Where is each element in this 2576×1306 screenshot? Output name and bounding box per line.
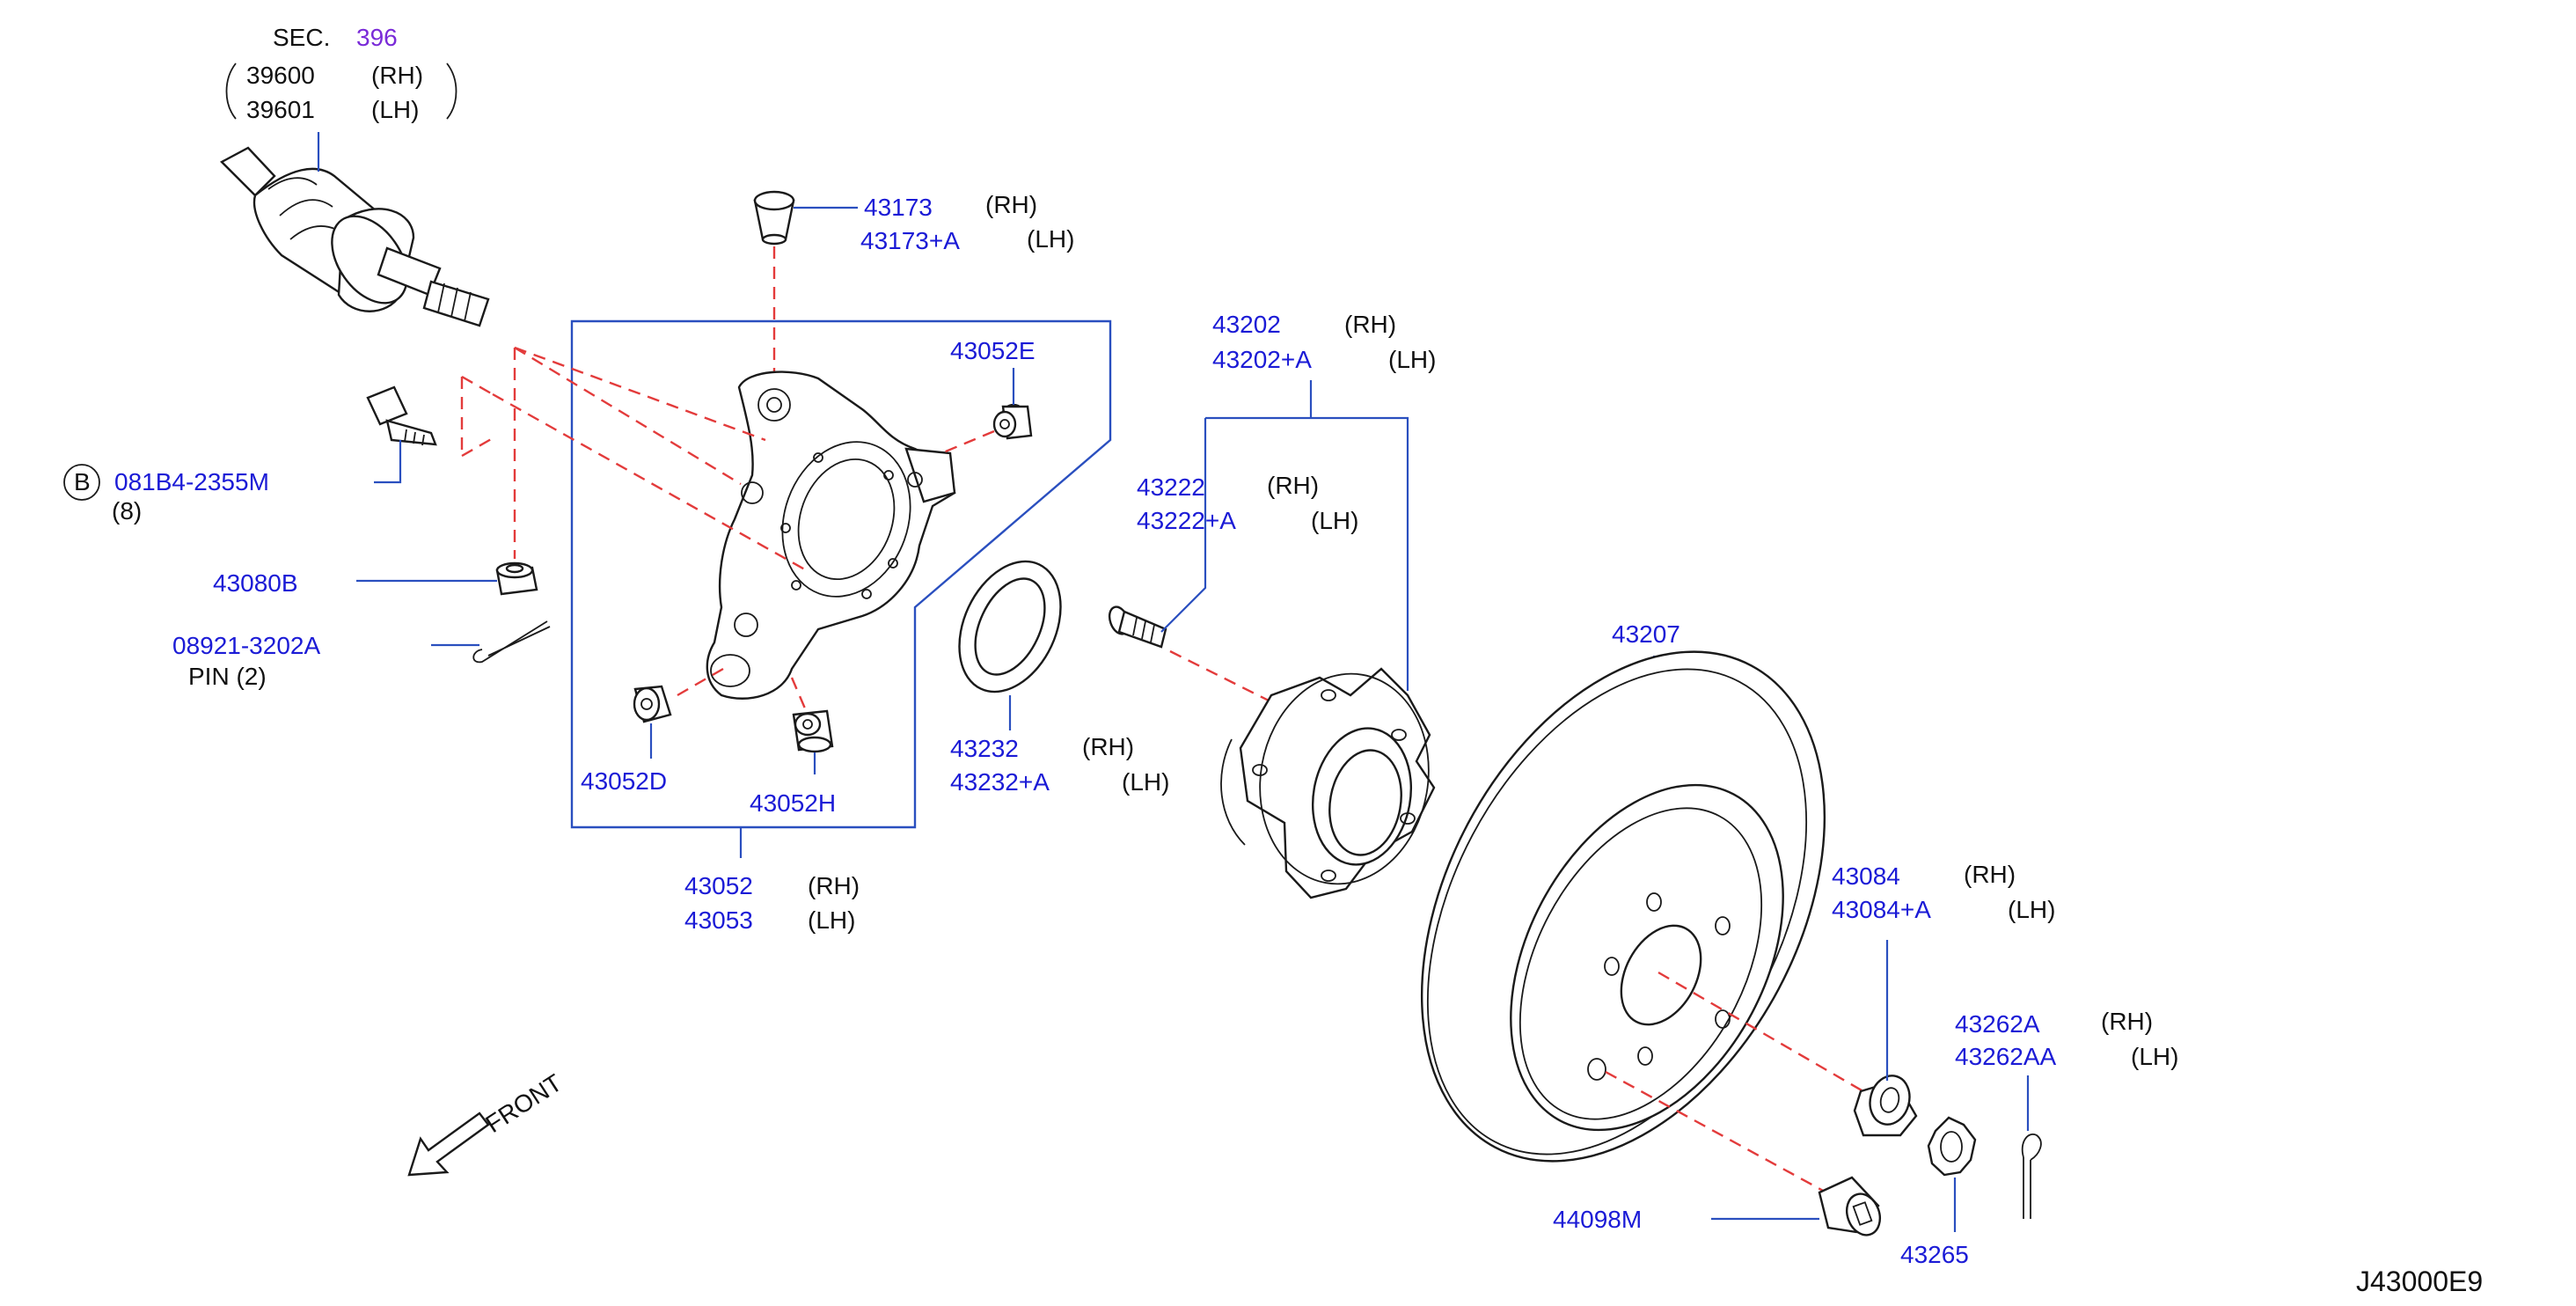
section-prefix: SEC.: [273, 24, 330, 51]
hub-bolt-side-lh: (LH): [1311, 507, 1358, 534]
knuckle-side-lh: (LH): [808, 906, 855, 934]
cotter-side-rh: (RH): [2101, 1008, 2153, 1035]
seal-part-lh[interactable]: 43232+A: [950, 768, 1050, 796]
nut-b-part[interactable]: 43080B: [213, 569, 298, 597]
bushing-e-part[interactable]: 43052E: [950, 337, 1036, 364]
seal-part-rh[interactable]: 43232: [950, 735, 1019, 762]
driveshaft-side-lh: (LH): [371, 96, 419, 123]
hub-side-rh: (RH): [1344, 311, 1396, 338]
hub-assembly[interactable]: [1220, 660, 1445, 899]
hub-nut-part-rh[interactable]: 43084: [1832, 862, 1900, 890]
bolt-b-qty: (8): [112, 497, 142, 525]
driveshaft-part-rh: 39600: [246, 62, 315, 89]
knuckle-part-lh[interactable]: 43053: [684, 906, 753, 934]
pin-part[interactable]: 08921-3202A: [172, 632, 320, 659]
front-direction-arrow: FRONT: [407, 1069, 567, 1177]
cotter-pin-small[interactable]: [472, 620, 551, 664]
driveshaft-side-rh: (RH): [371, 62, 423, 89]
hub-nut-side-rh: (RH): [1964, 861, 2016, 888]
bushing-d[interactable]: [633, 685, 672, 723]
front-label: FRONT: [480, 1069, 567, 1139]
plug[interactable]: [1818, 1176, 1885, 1240]
hub-bolt-part-lh[interactable]: 43222+A: [1137, 507, 1236, 534]
bolt-b-part[interactable]: 081B4-2355M: [114, 468, 269, 495]
top-bushing-part-lh[interactable]: 43173+A: [860, 227, 960, 254]
top-bushing-side-lh: (LH): [1027, 225, 1074, 253]
top-bushing-part-rh[interactable]: 43173: [864, 194, 933, 221]
retainer-part[interactable]: 43265: [1900, 1241, 1969, 1268]
seal-side-lh: (LH): [1122, 768, 1169, 796]
hub-part-lh[interactable]: 43202+A: [1212, 346, 1312, 373]
hub-nut[interactable]: [1853, 1071, 1918, 1137]
nut-retainer[interactable]: [1927, 1116, 1977, 1177]
cotter-pin-large[interactable]: [2021, 1134, 2042, 1219]
brake-rotor[interactable]: [1340, 583, 1906, 1229]
hub-bolt[interactable]: [1106, 605, 1167, 649]
plug-part[interactable]: 44098M: [1553, 1206, 1642, 1233]
knuckle[interactable]: [706, 371, 956, 700]
knuckle-group-box: [570, 319, 1112, 829]
hub-nut-part-lh[interactable]: 43084+A: [1832, 896, 1931, 923]
driveshaft[interactable]: [220, 146, 490, 327]
seal-side-rh: (RH): [1082, 733, 1134, 760]
cotter-part-lh[interactable]: 43262AA: [1955, 1043, 2057, 1070]
driveshaft-callout: SEC. 396 39600 (RH) 39601 (LH): [246, 24, 423, 123]
bushing-e[interactable]: [992, 403, 1033, 440]
driveshaft-part-lh: 39601: [246, 96, 315, 123]
bushing-h[interactable]: [792, 709, 834, 753]
hub-nut-side-lh: (LH): [2008, 896, 2055, 923]
hub-bolt-side-rh: (RH): [1267, 472, 1319, 499]
bushing-d-part[interactable]: 43052D: [581, 767, 667, 795]
cotter-side-lh: (LH): [2131, 1043, 2178, 1070]
section-number[interactable]: 396: [356, 24, 398, 51]
cotter-part-rh[interactable]: 43262A: [1955, 1010, 2040, 1038]
nut-b[interactable]: [495, 561, 538, 596]
hub-part-rh[interactable]: 43202: [1212, 311, 1281, 338]
knuckle-part-rh[interactable]: 43052: [684, 872, 753, 899]
hub-side-lh: (LH): [1388, 346, 1436, 373]
rotor-part[interactable]: 43207: [1612, 620, 1680, 648]
top-bushing[interactable]: [753, 190, 795, 246]
knuckle-side-rh: (RH): [808, 872, 860, 899]
bushing-h-part[interactable]: 43052H: [750, 789, 836, 817]
bolt-b-circle: B: [74, 468, 91, 495]
hub-bolt-part-rh[interactable]: 43222: [1137, 473, 1205, 501]
top-bushing-side-rh: (RH): [985, 191, 1037, 218]
seal[interactable]: [940, 545, 1080, 708]
diagram-id: J43000E9: [2356, 1266, 2483, 1297]
pin-desc: PIN (2): [188, 663, 267, 690]
bolt-b[interactable]: [366, 385, 437, 446]
